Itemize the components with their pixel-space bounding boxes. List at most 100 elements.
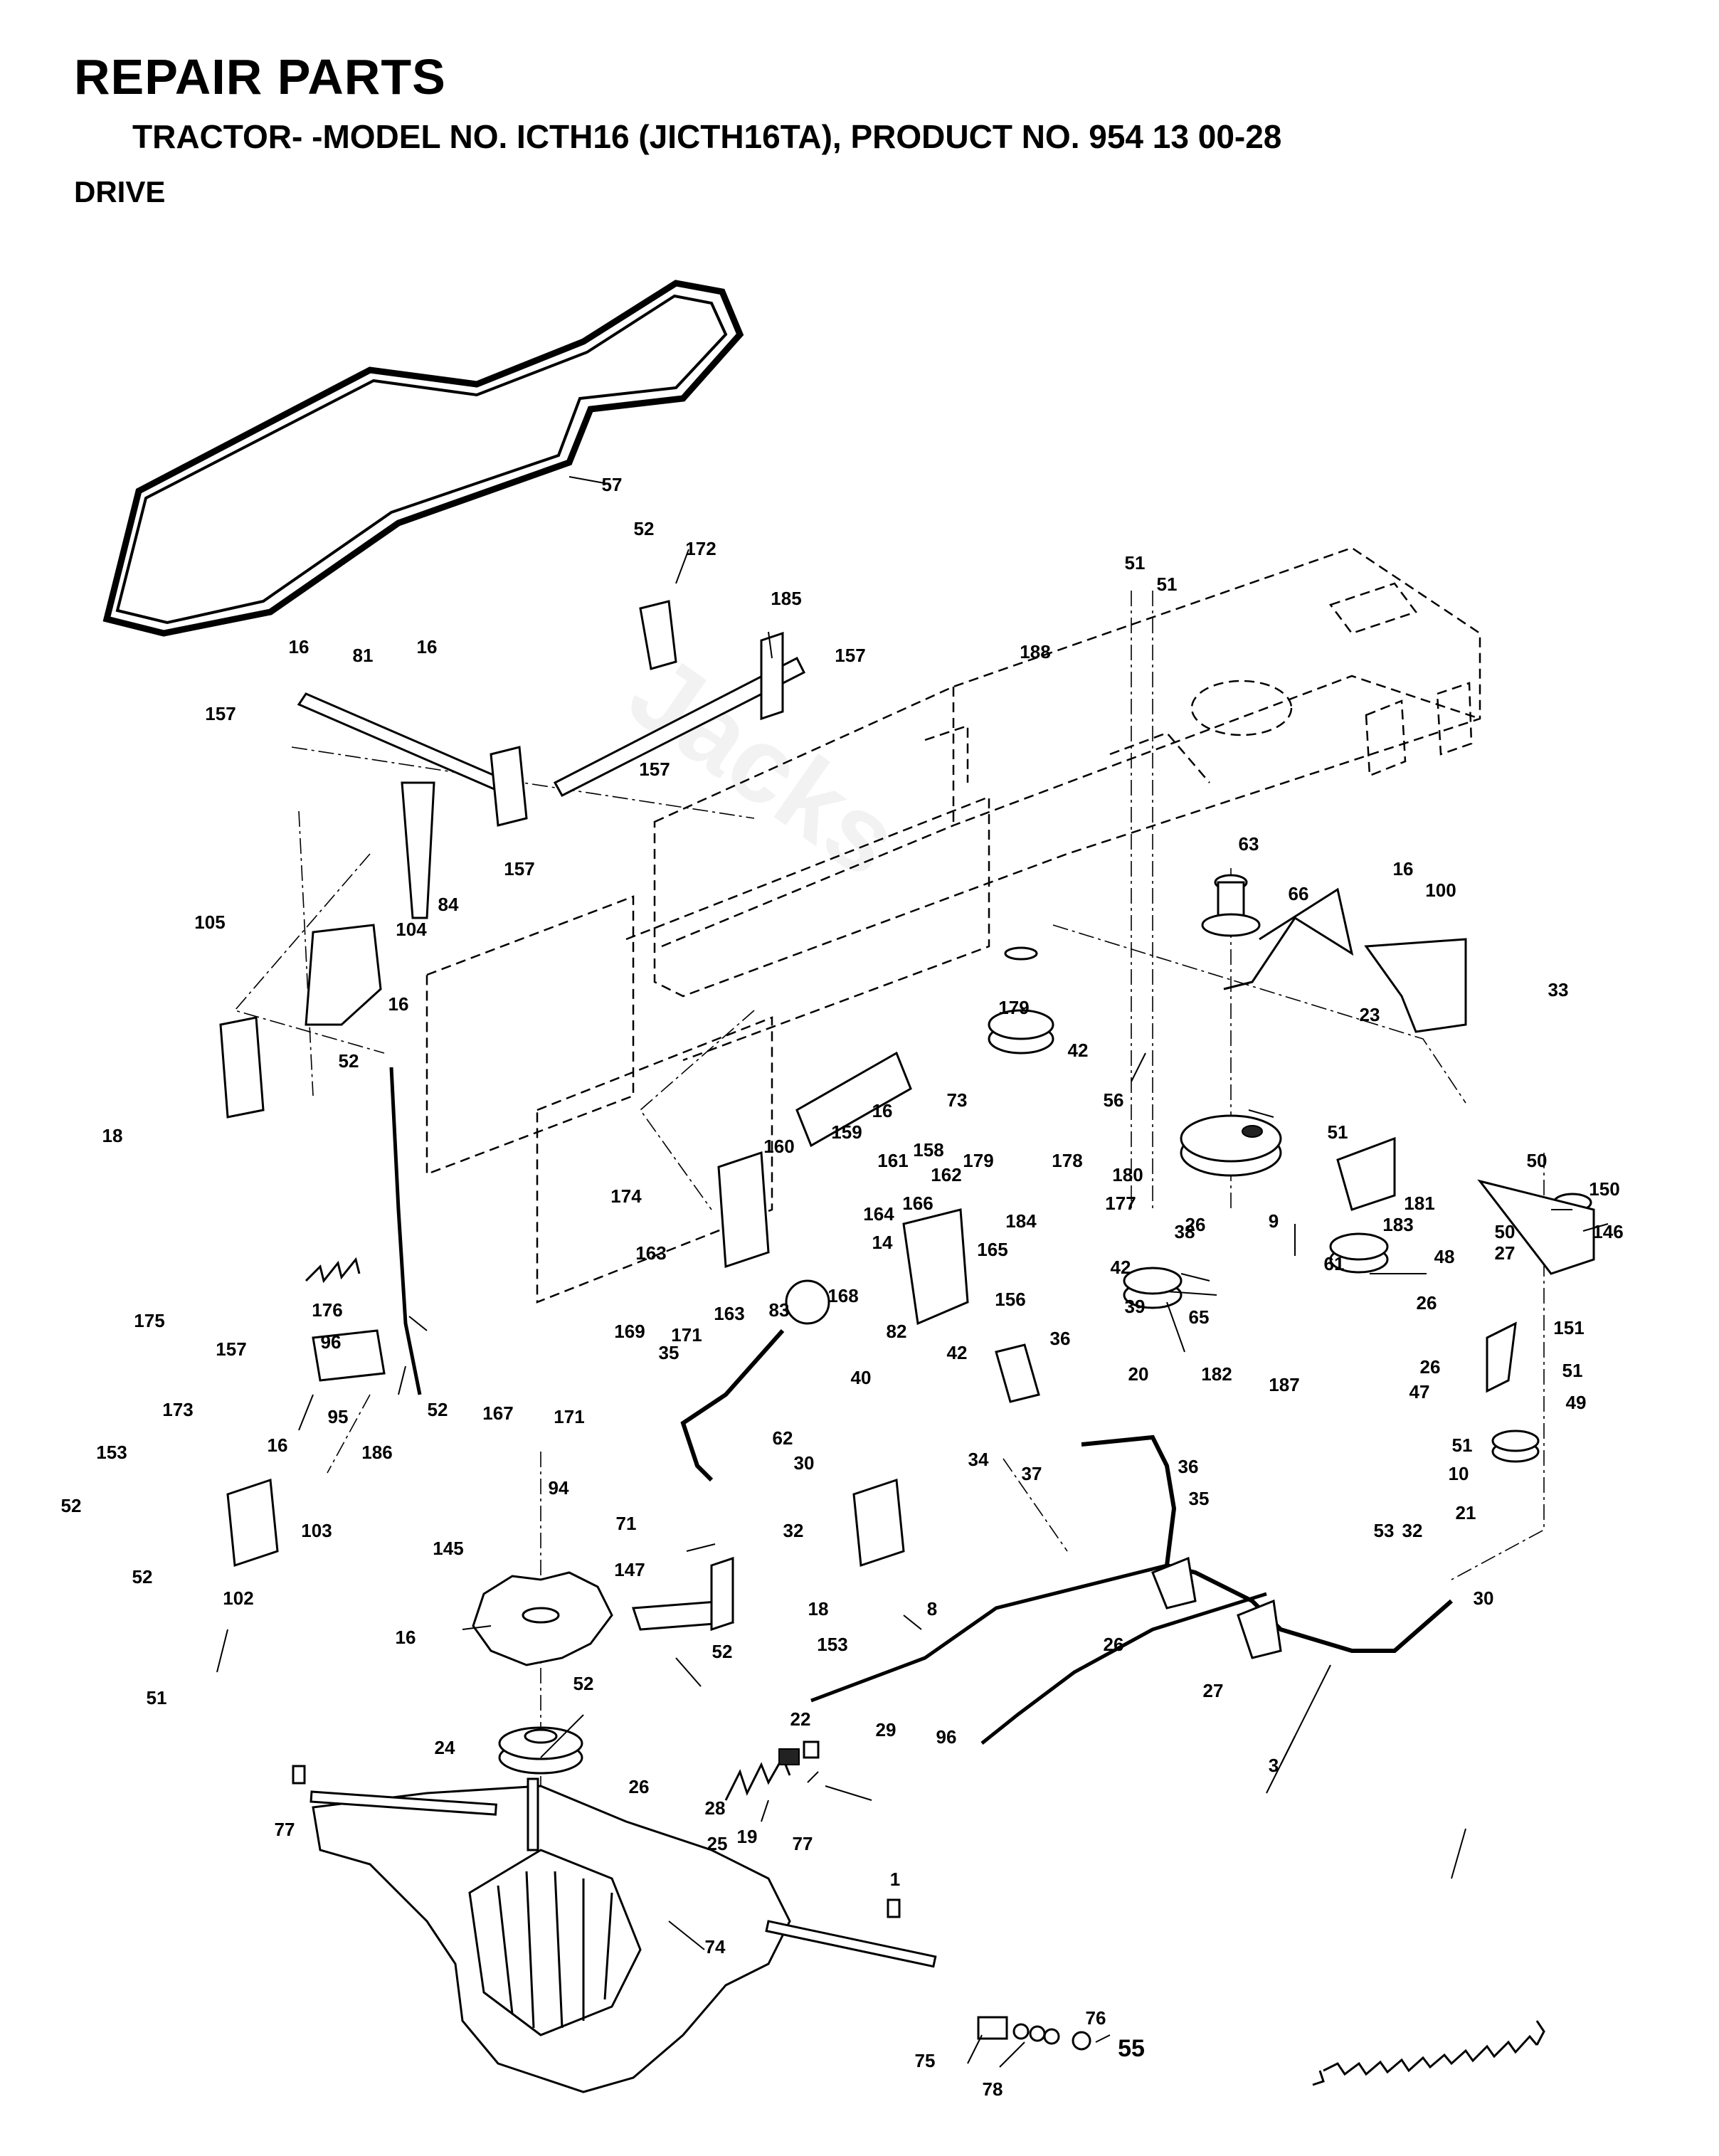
callout-83: 83 (769, 1299, 790, 1321)
callout-104: 104 (396, 919, 427, 940)
callout-51: 51 (1452, 1434, 1473, 1456)
callout-157: 157 (205, 703, 236, 724)
callout-147: 147 (614, 1559, 645, 1580)
alignment-lines (233, 591, 1545, 1807)
callout-18: 18 (102, 1125, 123, 1146)
callout-77: 77 (793, 1833, 813, 1854)
callout-51: 51 (1157, 574, 1178, 595)
callout-52: 52 (573, 1673, 594, 1694)
callout-181: 181 (1404, 1193, 1434, 1214)
callout-153: 153 (817, 1634, 847, 1655)
callout-77: 77 (275, 1819, 295, 1840)
callout-61: 61 (1324, 1253, 1345, 1274)
axle-hardware (292, 1765, 1091, 2051)
callout-96: 96 (321, 1331, 342, 1353)
callout-175: 175 (134, 1310, 164, 1331)
callout-3: 3 (1269, 1755, 1279, 1776)
callout-25: 25 (707, 1833, 728, 1854)
callout-52: 52 (339, 1050, 359, 1072)
callout-16: 16 (1393, 858, 1414, 879)
transaxle (310, 1777, 937, 2093)
callout-51: 51 (1562, 1360, 1583, 1381)
callout-174: 174 (610, 1185, 642, 1207)
callout-38: 38 (1175, 1221, 1195, 1242)
callout-76: 76 (1086, 2007, 1106, 2029)
callout-1: 1 (890, 1869, 900, 1890)
section-title: DRIVE (74, 175, 166, 208)
callout-35: 35 (1189, 1488, 1210, 1509)
callout-16: 16 (417, 636, 438, 657)
callout-159: 159 (831, 1121, 862, 1143)
callout-55: 55 (1118, 2035, 1145, 2062)
callout-165: 165 (977, 1239, 1007, 1260)
springs (305, 1257, 1545, 2086)
callout-52: 52 (634, 518, 655, 539)
callout-26: 26 (1420, 1356, 1441, 1378)
callout-161: 161 (877, 1150, 908, 1171)
callout-73: 73 (947, 1089, 968, 1111)
callout-151: 151 (1553, 1317, 1584, 1338)
callout-146: 146 (1592, 1221, 1623, 1242)
callout-53: 53 (1374, 1520, 1395, 1541)
callout-183: 183 (1382, 1214, 1413, 1235)
callout-27: 27 (1203, 1680, 1224, 1701)
callout-62: 62 (773, 1427, 793, 1449)
callout-52: 52 (428, 1399, 448, 1420)
callout-26: 26 (1104, 1634, 1124, 1655)
callout-81: 81 (353, 645, 374, 666)
callout-78: 78 (983, 2078, 1003, 2100)
callout-179: 179 (998, 997, 1029, 1018)
callout-52: 52 (712, 1641, 733, 1662)
callout-163: 163 (635, 1242, 666, 1264)
callout-27: 27 (1495, 1242, 1516, 1264)
frame-outline (425, 546, 1481, 1304)
callout-167: 167 (482, 1402, 513, 1424)
callout-36: 36 (1178, 1456, 1199, 1477)
callout-37: 37 (1022, 1463, 1042, 1484)
callout-74: 74 (705, 1936, 726, 1957)
callout-94: 94 (549, 1477, 569, 1499)
callout-50: 50 (1527, 1150, 1548, 1171)
callout-23: 23 (1360, 1004, 1380, 1025)
callout-186: 186 (361, 1442, 392, 1463)
callout-39: 39 (1125, 1296, 1146, 1317)
callout-164: 164 (863, 1203, 894, 1225)
linkage-rods (297, 600, 806, 1026)
callout-102: 102 (223, 1587, 253, 1609)
callout-47: 47 (1409, 1381, 1430, 1402)
callout-34: 34 (968, 1449, 989, 1470)
model-subtitle: TRACTOR- -MODEL NO. ICTH16 (JICTH16TA), … (132, 118, 1282, 155)
callout-42: 42 (947, 1342, 968, 1363)
callout-71: 71 (616, 1513, 637, 1534)
callout-184: 184 (1005, 1210, 1037, 1232)
callout-57: 57 (602, 474, 623, 495)
callout-14: 14 (872, 1232, 893, 1253)
callout-150: 150 (1589, 1178, 1619, 1200)
callout-188: 188 (1020, 641, 1050, 662)
callout-30: 30 (1474, 1587, 1494, 1609)
callout-leaders (216, 476, 1609, 2068)
callout-176: 176 (312, 1299, 342, 1321)
callout-32: 32 (783, 1520, 804, 1541)
callout-16: 16 (872, 1100, 893, 1121)
callout-9: 9 (1269, 1210, 1279, 1232)
callout-19: 19 (737, 1826, 758, 1847)
callout-145: 145 (433, 1538, 463, 1559)
callout-157: 157 (835, 645, 865, 666)
callout-36: 36 (1050, 1328, 1071, 1349)
callout-35: 35 (659, 1342, 679, 1363)
callout-84: 84 (438, 894, 459, 915)
callout-171: 171 (554, 1406, 584, 1427)
callout-21: 21 (1456, 1502, 1476, 1523)
drive-belt (102, 280, 744, 637)
callout-32: 32 (1402, 1520, 1423, 1541)
callout-168: 168 (827, 1285, 858, 1306)
callout-160: 160 (763, 1136, 794, 1157)
callout-179: 179 (963, 1150, 993, 1171)
callout-50: 50 (1495, 1221, 1516, 1242)
callout-163: 163 (714, 1303, 744, 1324)
callout-51: 51 (1125, 552, 1146, 574)
